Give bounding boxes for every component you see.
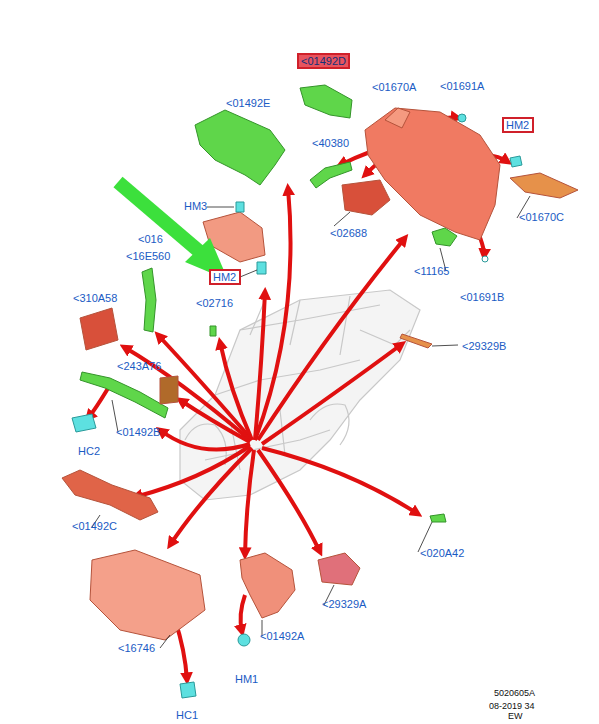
callout-box: HM2 <box>502 117 534 133</box>
part-number: <01492C <box>72 520 117 533</box>
leader-lines <box>92 196 530 648</box>
reference-note: 08-2019 34 <box>489 701 535 712</box>
reference-note: EW <box>508 711 523 722</box>
part-number: <29329B <box>462 340 506 353</box>
part-number: <01691B <box>460 291 504 304</box>
part-number: HC2 <box>78 445 100 458</box>
part-number: <02716 <box>196 297 233 310</box>
part-number: HC1 <box>176 709 198 722</box>
fasteners <box>72 114 522 698</box>
part-number: <01492B <box>116 426 160 439</box>
part-number: <243A76 <box>117 360 161 373</box>
part-number: <29329A <box>322 598 366 611</box>
part-number: <01691A <box>440 80 484 93</box>
part-number: <16E560 <box>126 250 170 263</box>
part-number: <01492A <box>260 630 304 643</box>
part-number: <01492E <box>226 97 270 110</box>
reference-note: 5020605A <box>494 688 535 699</box>
part-number: HM1 <box>235 673 258 686</box>
part-number: <310A58 <box>73 292 117 305</box>
part-number: <40380 <box>312 137 349 150</box>
salmon-parts <box>62 108 578 640</box>
callout-number: <01492D <box>301 55 346 67</box>
part-number: <11165 <box>414 265 449 278</box>
callout-box: <01492D <box>297 53 350 69</box>
part-number: HM3 <box>184 200 207 213</box>
callout-number: HM2 <box>213 271 236 283</box>
part-number: <01670A <box>372 81 416 94</box>
callout-number: HM2 <box>506 119 529 131</box>
part-number: <020A42 <box>420 547 464 560</box>
callout-box: HM2 <box>209 269 241 285</box>
part-number: <01670C <box>519 211 564 224</box>
part-number: <16746 <box>118 642 155 655</box>
pointer-arrow <box>118 182 228 280</box>
part-number: <016 <box>138 233 163 246</box>
part-number: <02688 <box>330 227 367 240</box>
